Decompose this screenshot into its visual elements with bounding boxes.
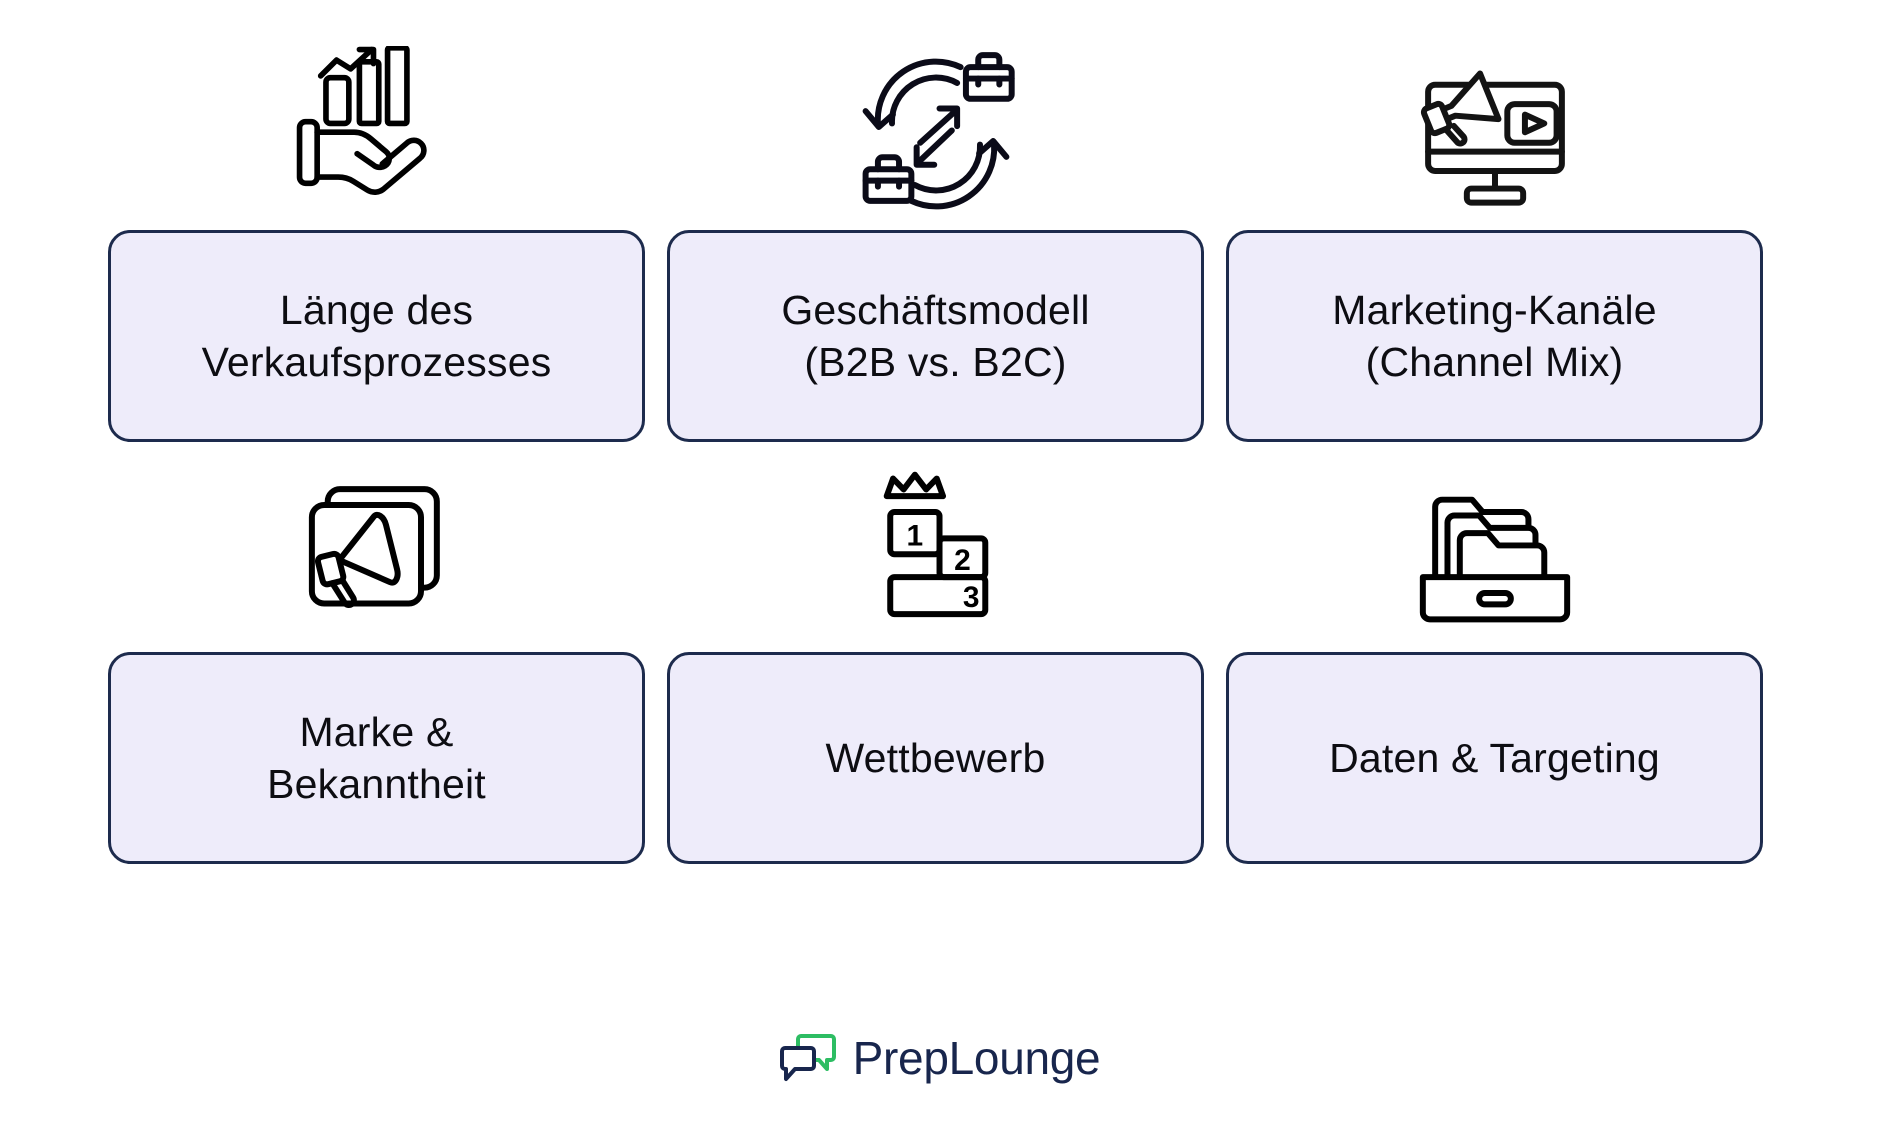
card-row-1: Länge des Verkaufsprozesses — [108, 42, 1763, 442]
card-line-2: Verkaufsprozesses — [201, 339, 552, 385]
card-cell-brand-awareness: Marke & Bekanntheit — [108, 464, 645, 864]
megaphone-frames-icon — [289, 464, 465, 652]
card-row-2: Marke & Bekanntheit 1 2 3 — [108, 464, 1763, 864]
card-brand-awareness[interactable]: Marke & Bekanntheit — [108, 652, 645, 864]
card-line-1: Marketing-Kanäle — [1332, 286, 1657, 333]
card-data-targeting[interactable]: Daten & Targeting — [1226, 652, 1763, 864]
monitor-megaphone-play-icon — [1407, 42, 1583, 230]
card-line-2: (Channel Mix) — [1365, 339, 1624, 385]
card-label: Marke & Bekanntheit — [267, 706, 486, 811]
hand-holding-growth-chart-icon — [289, 42, 465, 230]
card-sales-cycle[interactable]: Länge des Verkaufsprozesses — [108, 230, 645, 442]
brand-wordmark: PrepLounge — [852, 1032, 1101, 1084]
card-label: Länge des Verkaufsprozesses — [202, 284, 552, 389]
card-line-1: Länge des — [279, 286, 474, 333]
speech-bubbles-icon — [779, 1034, 836, 1081]
card-cell-competition: 1 2 3 Wettbewerb — [667, 464, 1204, 864]
podium-rank-2: 2 — [954, 544, 971, 577]
podium-crown-icon: 1 2 3 — [848, 464, 1024, 652]
podium-rank-1: 1 — [906, 519, 923, 552]
card-label: Geschäftsmodell (B2B vs. B2C) — [781, 284, 1089, 389]
card-cell-sales-cycle: Länge des Verkaufsprozesses — [108, 42, 645, 442]
card-line-1: Wettbewerb — [825, 734, 1046, 781]
card-label: Daten & Targeting — [1329, 732, 1660, 784]
file-drawer-folders-icon — [1407, 464, 1583, 652]
podium-rank-3: 3 — [962, 581, 979, 614]
card-business-model[interactable]: Geschäftsmodell (B2B vs. B2C) — [667, 230, 1204, 442]
card-label: Marketing-Kanäle (Channel Mix) — [1332, 284, 1657, 389]
card-grid: Länge des Verkaufsprozesses — [108, 42, 1763, 864]
card-competition[interactable]: Wettbewerb — [667, 652, 1204, 864]
card-line-2: (B2B vs. B2C) — [804, 339, 1067, 385]
card-line-1: Geschäftsmodell — [781, 286, 1090, 333]
card-line-1: Daten & Targeting — [1329, 734, 1660, 781]
briefcase-exchange-icon — [848, 42, 1024, 230]
brand-footer: PrepLounge — [0, 1031, 1879, 1085]
card-marketing-channels[interactable]: Marketing-Kanäle (Channel Mix) — [1226, 230, 1763, 442]
card-line-2: Bekanntheit — [267, 761, 486, 807]
card-line-1: Marke & — [299, 708, 454, 755]
card-cell-business-model: Geschäftsmodell (B2B vs. B2C) — [667, 42, 1204, 442]
card-cell-marketing-channels: Marketing-Kanäle (Channel Mix) — [1226, 42, 1763, 442]
card-cell-data-targeting: Daten & Targeting — [1226, 464, 1763, 864]
card-label: Wettbewerb — [825, 732, 1045, 784]
